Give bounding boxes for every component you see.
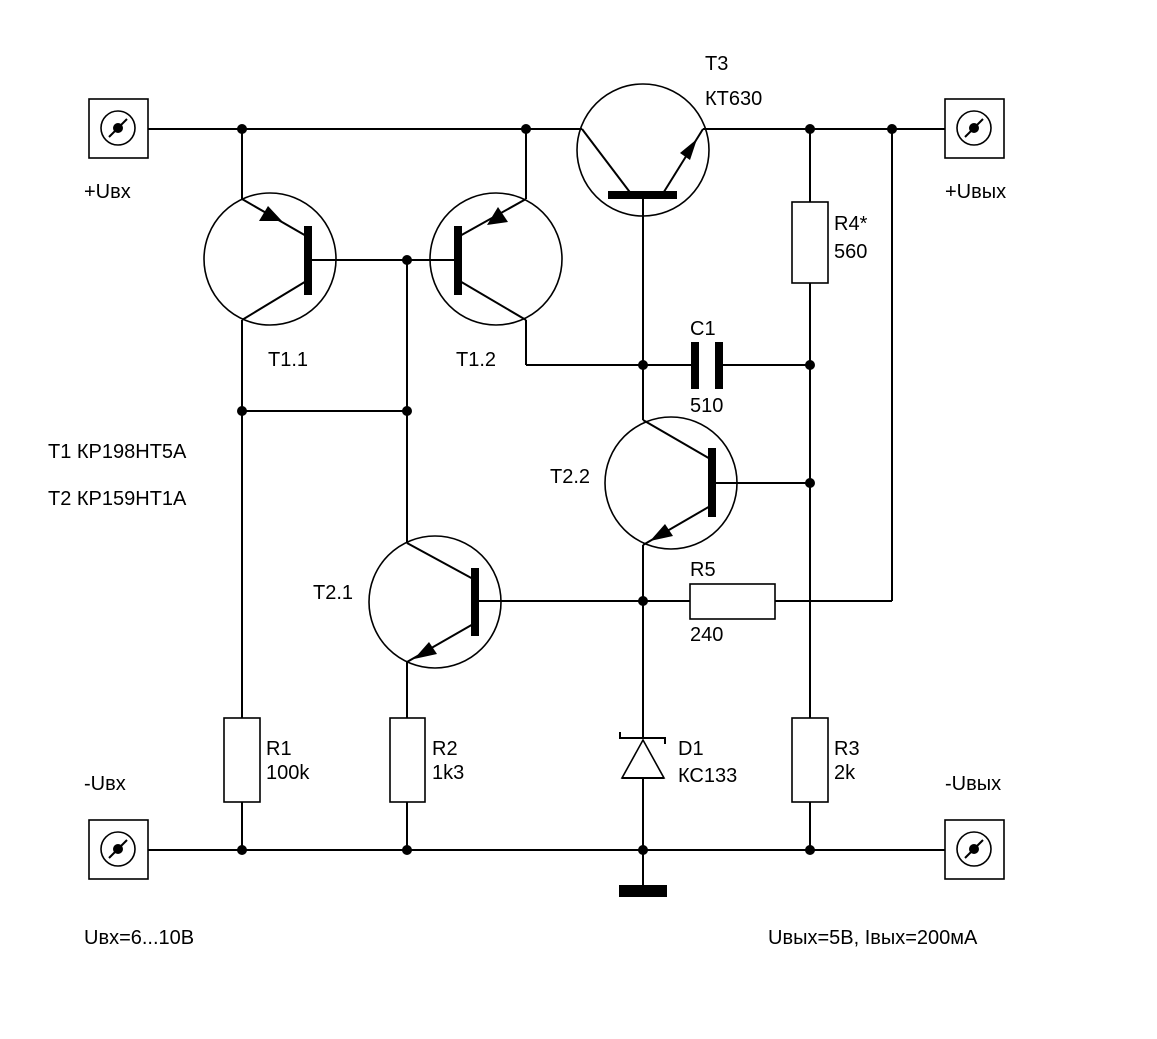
transistor-t1-2 <box>429 192 563 326</box>
t1-1-emitter-arrow <box>259 206 282 221</box>
t1-2-emitter-arrow <box>487 207 508 225</box>
label-r3-ref: R3 <box>834 738 860 760</box>
label-in-plus: +Uвх <box>84 181 131 203</box>
label-input-spec: Uвх=6...10В <box>84 927 194 949</box>
terminal-out-plus <box>944 98 1005 159</box>
resistor-r4 <box>791 201 829 284</box>
label-c1-val: 510 <box>690 395 723 417</box>
t2-1-emitter-arrow <box>414 642 437 659</box>
label-d1-type: КС133 <box>678 765 737 787</box>
label-r4-val: 560 <box>834 241 867 263</box>
label-r5-val: 240 <box>690 624 723 646</box>
transistor-t1-1 <box>203 192 337 326</box>
label-c1-ref: C1 <box>690 318 716 340</box>
resistor-r1 <box>223 717 261 803</box>
junctions <box>237 124 897 855</box>
zener-diode-d1 <box>619 732 666 779</box>
ground-symbol <box>619 885 667 897</box>
transistor-t3 <box>576 83 710 217</box>
resistor-r5 <box>689 583 776 620</box>
label-r3-val: 2k <box>834 762 856 784</box>
label-t3-ref: T3 <box>705 53 728 75</box>
label-out-minus: -Uвых <box>945 773 1001 795</box>
label-d1-ref: D1 <box>678 738 704 760</box>
terminal-in-minus <box>88 819 149 880</box>
terminal-in-plus <box>88 98 149 159</box>
t2-2-emitter-arrow <box>650 524 673 541</box>
label-t3-type: КТ630 <box>705 88 762 110</box>
label-r1-val: 100k <box>266 762 310 784</box>
label-r5-ref: R5 <box>690 559 716 581</box>
label-r2-val: 1k3 <box>432 762 464 784</box>
transistor-t2-2 <box>604 416 738 550</box>
resistor-r3 <box>791 717 829 803</box>
label-in-minus: -Uвх <box>84 773 126 795</box>
label-t1-2: T1.2 <box>456 349 496 371</box>
terminal-out-minus <box>944 819 1005 880</box>
label-t2-type: T2 КР159НТ1А <box>48 488 187 510</box>
label-out-plus: +Uвых <box>945 181 1006 203</box>
transistor-t2-1 <box>368 535 502 669</box>
t3-emitter-arrow <box>680 139 697 160</box>
label-t2-1: T2.1 <box>313 582 353 604</box>
label-r1-ref: R1 <box>266 738 292 760</box>
label-output-spec: Uвых=5В, Iвых=200мА <box>768 927 978 949</box>
label-r2-ref: R2 <box>432 738 458 760</box>
label-t1-1: T1.1 <box>268 349 308 371</box>
label-t1-type: T1 КР198НТ5А <box>48 441 187 463</box>
label-r4-ref: R4* <box>834 213 868 235</box>
label-t2-2: T2.2 <box>550 466 590 488</box>
resistor-r2 <box>389 717 426 803</box>
capacitor-c1 <box>691 342 723 389</box>
